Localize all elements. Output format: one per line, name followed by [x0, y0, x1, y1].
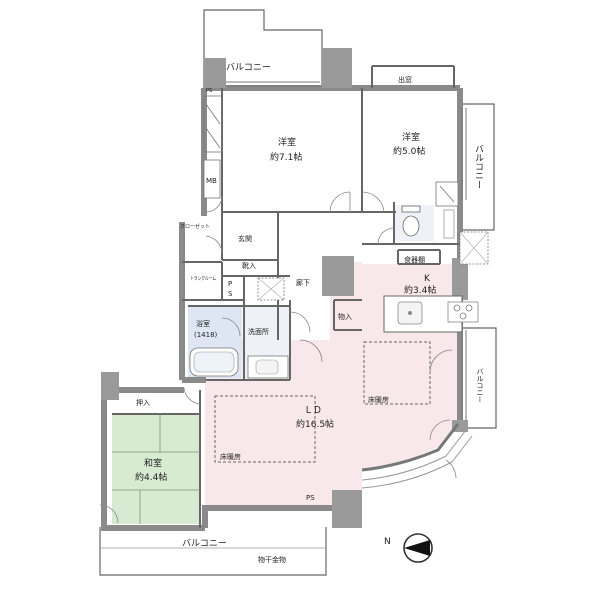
western-room-1-area: 約7.1帖 [270, 151, 302, 163]
washroom-label: 洗面所 [248, 327, 269, 336]
entrance-label: 玄関 [238, 234, 252, 243]
balcony-bottom-label: バルコニー [182, 538, 227, 549]
balcony-right-top-label: バルコニー [473, 144, 484, 189]
balcony-right [460, 327, 497, 429]
shoe-closet-label: 靴入 [242, 261, 256, 270]
balcony-right-label: バルコニー [476, 368, 484, 403]
kitchen-area: 約3.4帖 [404, 284, 436, 296]
bath-size: (1418) [194, 331, 218, 339]
closet-hall-label: 物入 [338, 312, 352, 321]
bathtub [189, 347, 239, 377]
pantry-label: 食器棚 [404, 255, 425, 264]
tatami-floor [112, 414, 200, 524]
washbasin [247, 355, 289, 379]
floor-heating-label-2: 床暖房 [368, 395, 389, 404]
toilet [401, 205, 455, 239]
columns [101, 48, 468, 528]
window-lines [226, 81, 467, 420]
balcony-top [203, 9, 323, 88]
mb-label: MB [206, 177, 217, 185]
closet-doors [203, 95, 459, 207]
trunk-room-label: トランクルーム [190, 276, 216, 282]
ld-name: ＬＤ [304, 406, 322, 416]
ld-curved-bay-inner [361, 429, 473, 489]
bath-name: 浴室 [196, 319, 210, 328]
western-room-2-name: 洋室 [402, 131, 420, 143]
balcony-right-top [460, 103, 495, 231]
western-room-1-name: 洋室 [278, 136, 296, 148]
hallway-label: 廊下 [296, 278, 310, 287]
washing-machine-space [257, 277, 285, 301]
ps-left-label: P [228, 280, 232, 288]
kitchen-counter [383, 295, 479, 333]
japanese-room-name: 和室 [144, 457, 162, 469]
ld-curved-bay [361, 423, 460, 472]
kitchen-name: K [424, 274, 431, 284]
ps-top-label: PS [206, 88, 212, 94]
closet-small-label: クローゼット [180, 223, 210, 230]
ps-left-label-2: S [228, 290, 233, 298]
western-room-2-area: 約5.0帖 [393, 145, 425, 157]
floor-heating-label-1: 床暖房 [220, 452, 241, 461]
door-swings [99, 191, 457, 524]
laundry-rack-label: 物干金物 [258, 555, 286, 564]
closet-japanese-label: 押入 [136, 398, 150, 407]
ld-area: 約16.5帖 [296, 418, 334, 430]
balcony-top-label: バルコニー [226, 62, 271, 73]
floor-heating-areas [214, 341, 431, 463]
refrigerator-space [459, 231, 489, 265]
north-label: N [384, 537, 391, 547]
balcony-bottom [99, 527, 327, 576]
compass [403, 533, 433, 563]
tatami-lines [112, 414, 200, 524]
ps-bottom-label: PS [306, 494, 315, 502]
bay-window-label: 出窓 [398, 75, 412, 84]
japanese-room-area: 約4.4帖 [135, 471, 167, 483]
